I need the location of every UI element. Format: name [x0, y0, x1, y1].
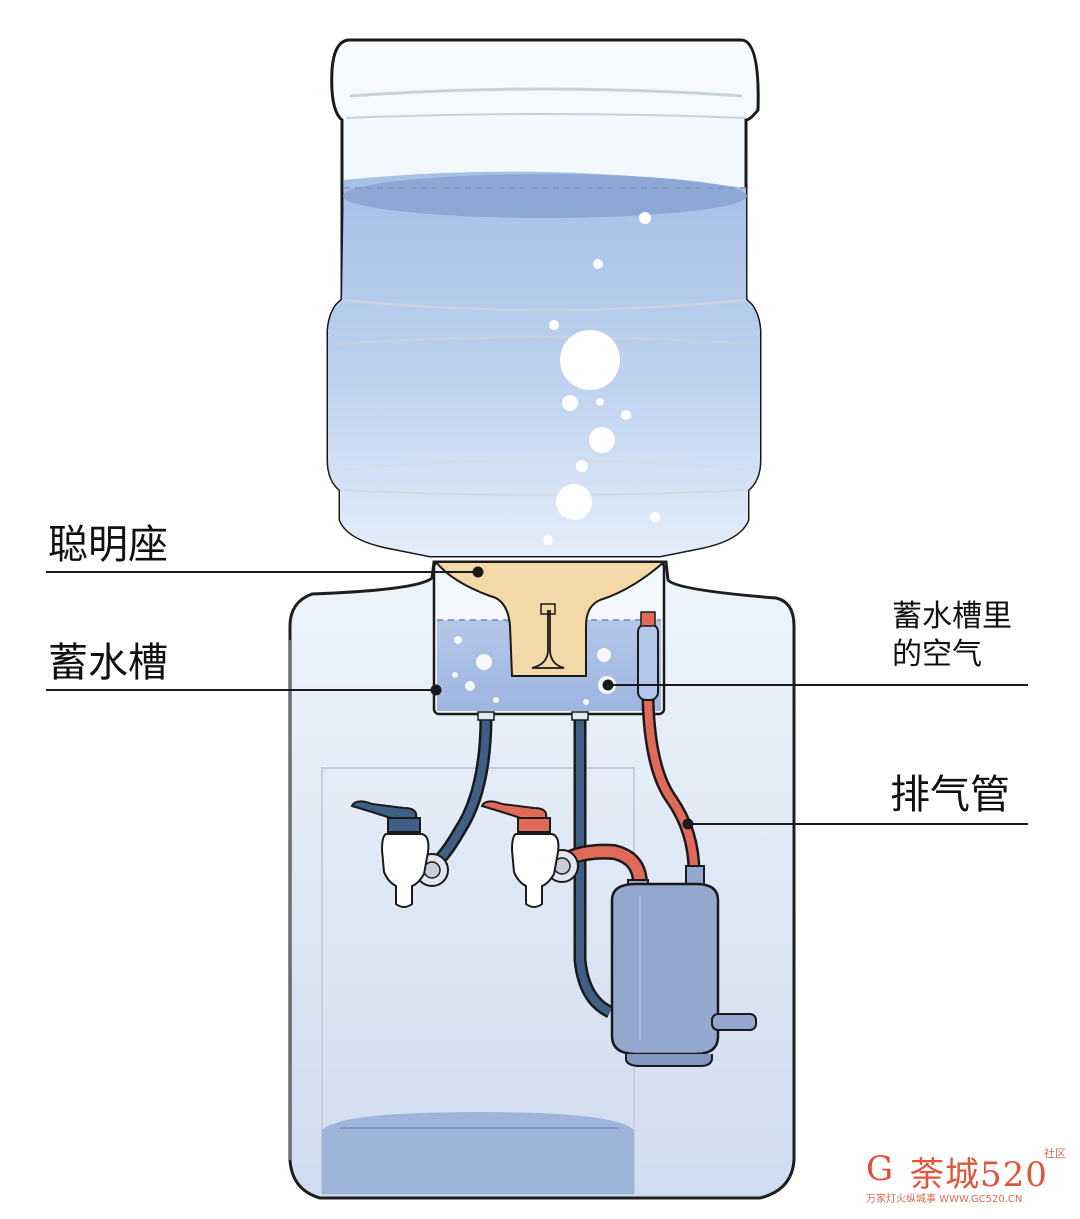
cold-faucet	[350, 800, 449, 908]
air-bubbles	[543, 212, 660, 545]
label-reservoir-air: 蓄水槽里 的空气	[892, 598, 1012, 673]
watermark: G 荼城520 社区 万家灯火纵城事 WWW.GC520.CN	[866, 1145, 1066, 1205]
hot-faucet	[480, 800, 579, 908]
smart-seat	[433, 561, 667, 677]
water-bottle	[326, 38, 762, 558]
label-air-line2: 的空气	[892, 636, 982, 672]
leader-lines	[46, 566, 1028, 830]
label-smart-seat: 聪明座	[48, 522, 168, 568]
water-surface	[343, 174, 747, 218]
bottle-water	[328, 171, 760, 556]
watermark-brand: 荼城520	[910, 1155, 1048, 1195]
label-reservoir: 蓄水槽	[48, 640, 168, 686]
label-air-line1: 蓄水槽里	[892, 599, 1012, 634]
watermark-sub: 万家灯火纵城事 WWW.GC520.CN	[866, 1194, 1023, 1205]
watermark-side: 社区	[1044, 1147, 1066, 1160]
pipes	[428, 611, 701, 1018]
label-vent-pipe: 排气管	[890, 772, 1010, 818]
hot-tank	[610, 865, 757, 1067]
drip-tray	[322, 1112, 634, 1194]
watermark-logo-icon: G	[866, 1149, 894, 1189]
vent-pipe	[644, 699, 698, 873]
